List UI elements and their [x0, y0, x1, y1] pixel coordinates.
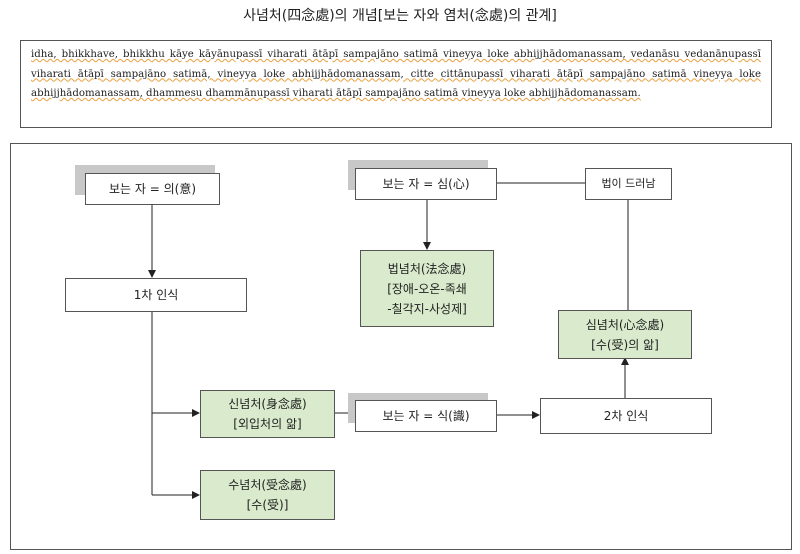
node-label: 1차 인식: [133, 288, 179, 302]
node-seer-mind: 보는 자 = 의(意): [85, 173, 220, 205]
node-second-cognition: 2차 인식: [540, 398, 712, 434]
node-label: [외입처의 앎]: [233, 417, 302, 431]
document-title: 사념처(四念處)의 개념[보는 자와 염처(念處)의 관계]: [243, 8, 557, 24]
diagram-frame: [10, 143, 792, 550]
node-label: -칠각지-사성제]: [387, 301, 467, 316]
node-dhamma-appears: 법이 드러남: [585, 168, 672, 200]
node-label: 신념처(身念處): [228, 397, 307, 411]
node-vedana-foundation: 수념처(受念處) [수(受)]: [200, 470, 335, 520]
node-label: 법이 드러남: [601, 177, 656, 190]
node-label: 2차 인식: [603, 409, 649, 423]
pali-text: idha, bhikkhave, bhikkhu kāye kāyānupass…: [31, 49, 761, 99]
node-seer-heart: 보는 자 = 심(心): [355, 168, 497, 200]
node-label: 보는 자 = 심(心): [382, 177, 470, 191]
node-label: 법념처(法念處): [387, 261, 467, 276]
node-label: 심념처(心念處): [585, 317, 665, 332]
node-label: 수념처(受念處): [228, 478, 307, 492]
node-label: [장애-오온-족쇄: [387, 281, 467, 296]
node-label: 보는 자 = 의(意): [108, 182, 197, 196]
node-citta-foundation: 심념처(心念處) [수(受)의 앎]: [558, 310, 692, 359]
node-dhamma-foundation: 법념처(法念處) [장애-오온-족쇄 -칠각지-사성제]: [360, 250, 494, 327]
pali-passage: idha, bhikkhave, bhikkhu kāye kāyānupass…: [20, 40, 772, 128]
node-label: [수(受)의 앎]: [591, 337, 659, 352]
node-label: [수(受)]: [246, 498, 289, 512]
node-first-cognition: 1차 인식: [65, 278, 247, 312]
node-kaya-foundation: 신념처(身念處) [외입처의 앎]: [200, 390, 335, 438]
node-seer-consciousness: 보는 자 = 식(識): [355, 400, 497, 432]
node-label: 보는 자 = 식(識): [382, 409, 470, 423]
